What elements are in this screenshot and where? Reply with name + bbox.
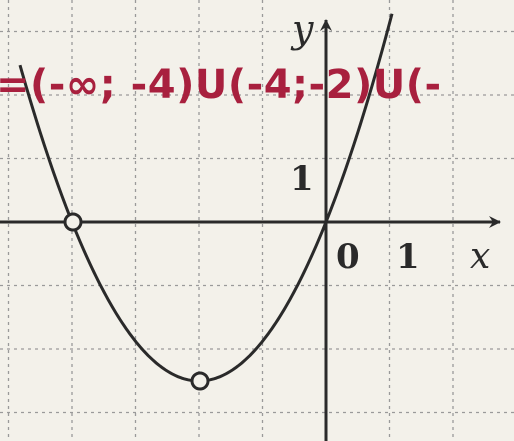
answer-overlay: =(-∞; -4)U(-4;-2)U(- bbox=[0, 62, 442, 108]
origin-label: 0 bbox=[336, 237, 360, 277]
open-point-vertex bbox=[190, 371, 210, 391]
open-point-left bbox=[63, 212, 83, 232]
y-tick-label-1: 1 bbox=[290, 159, 314, 199]
x-axis-label: x bbox=[470, 236, 490, 277]
x-tick-label-1: 1 bbox=[396, 237, 420, 277]
y-axis-label: y bbox=[290, 7, 314, 51]
